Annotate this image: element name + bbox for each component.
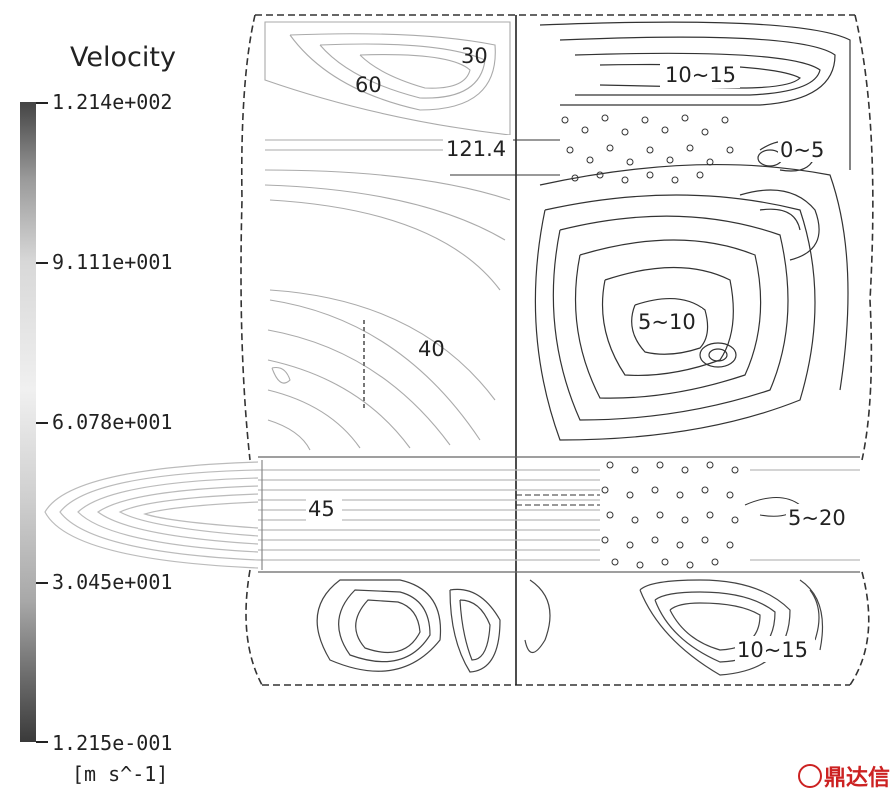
label-10-15-bottom: 10~15: [737, 638, 808, 662]
colorbar-unit: [m s^-1]: [72, 762, 169, 786]
label-10-15-top: 10~15: [665, 63, 736, 87]
label-5-20: 5~20: [788, 506, 846, 530]
colorbar-tick-label-2: 9.111e+001: [52, 250, 173, 274]
label-30: 30: [461, 44, 488, 68]
velocity-colorbar: [20, 102, 36, 742]
label-bg: [786, 504, 854, 530]
label-bg: [660, 62, 740, 88]
colorbar-tick-label-3: 6.078e+001: [52, 410, 173, 434]
watermark-text: 鼎达信: [824, 766, 891, 791]
colorbar-tick-label-4: 3.045e+001: [52, 570, 173, 594]
label-bg: [735, 636, 815, 662]
colorbar-tick-label-min: 1.215e-001: [52, 731, 173, 755]
label-45: 45: [308, 497, 335, 521]
label-0-5: 0~5: [780, 138, 824, 162]
colorbar-tick-label-max: 1.214e+002: [52, 90, 173, 114]
lower-perforated-plate: [516, 461, 801, 569]
label-40: 40: [418, 337, 445, 361]
lower-streamlines: [316, 579, 823, 676]
watermark-logo-icon: [798, 764, 822, 788]
colorbar-tick: [36, 741, 48, 743]
domain-boundary: [240, 14, 874, 686]
watermark: 鼎达信: [798, 760, 890, 792]
legend-title: Velocity: [70, 42, 176, 73]
label-60: 60: [355, 73, 382, 97]
colorbar-tick: [36, 582, 48, 584]
right-upper-streamlines: [534, 21, 851, 441]
left-upper-streamlines: [264, 21, 511, 451]
label-bg: [778, 136, 828, 162]
label-bg: [306, 495, 342, 521]
label-bg: [443, 135, 513, 161]
colorbar-tick: [36, 422, 48, 424]
label-5-10: 5~10: [638, 310, 696, 334]
label-bg: [636, 308, 702, 334]
colorbar-tick: [36, 262, 48, 264]
colorbar-tick: [36, 102, 48, 104]
main-jet-band: [44, 456, 860, 573]
label-121-4: 121.4: [446, 137, 506, 161]
